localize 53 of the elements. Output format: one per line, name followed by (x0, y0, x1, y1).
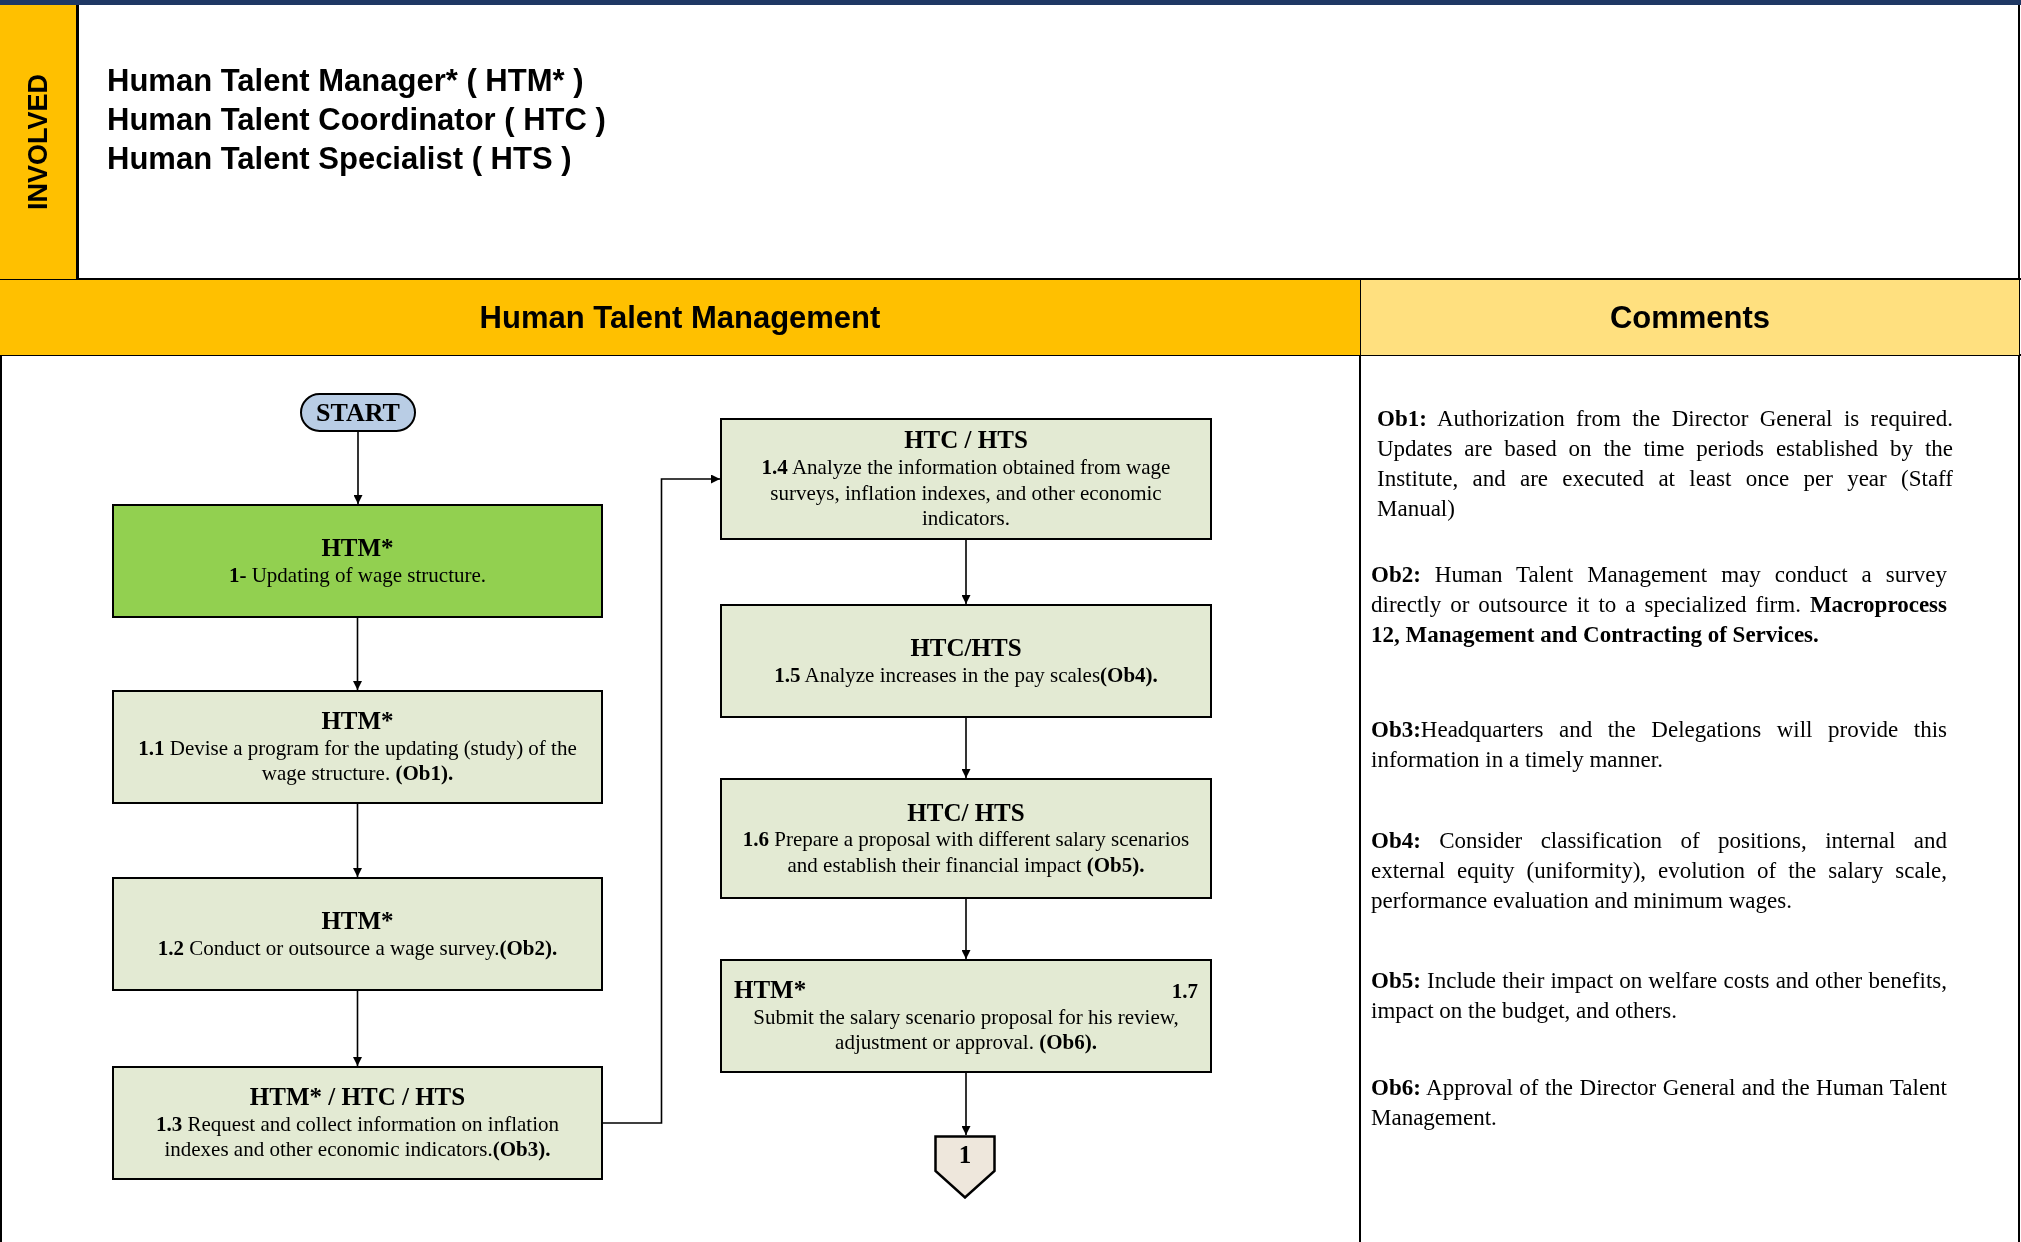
step-number: 1.7 (1171, 979, 1198, 1004)
comment-note: Ob5: Include their impact on welfare costs and other benefits, impact on the budget, and others. (1371, 967, 1947, 1025)
process-box (112, 1066, 603, 1180)
arrow (602, 474, 721, 1124)
connector-number: 1 (958, 1141, 972, 1170)
role-entry: Human Talent Coordinator ( HTC ) (107, 102, 606, 138)
column-header (0, 280, 1360, 355)
comment-note: Ob1: Authorization from the Director General is required. Updates are based on the time periods established by the Institute, and are executed at least once per year (Staff Manual) (1377, 405, 1953, 523)
column-title: Human Talent Management (479, 299, 881, 336)
step-description: 1.2 Conduct or outsource a wage survey.(Ob2). (157, 935, 558, 962)
role-heading: HTM* (734, 976, 807, 1005)
role-entry: Human Talent Specialist ( HTS ) (107, 141, 572, 177)
arrow (961, 539, 971, 605)
role-heading: HTM* (321, 533, 394, 563)
role-heading: HTC/HTS (910, 633, 1022, 663)
step-description: 1.6 Prepare a proposal with different salary scenarios and establish their financial impact (Ob5). (741, 827, 1191, 879)
arrow (353, 803, 362, 878)
terminal-label: START (316, 397, 400, 428)
section-band (0, 5, 79, 279)
process-box (112, 504, 603, 618)
arrow (353, 990, 362, 1067)
process-box (720, 959, 1212, 1073)
start-terminal (300, 393, 416, 432)
role-heading: HTM* / HTC / HTS (249, 1083, 466, 1112)
off-page-connector (934, 1135, 996, 1199)
comment-note: Ob4: Consider classification of positions, internal and external equity (uniformity), evolution of the salary scale, performance evaluation and minimum wages. (1371, 827, 1947, 915)
arrow (353, 617, 362, 691)
step-description: 1- Updating of wage structure. (228, 562, 487, 589)
process-box (112, 690, 603, 804)
step-description: Submit the salary scenario proposal for his review, adjustment or approval. (Ob6). (752, 1004, 1180, 1056)
role-heading: HTC / HTS (904, 426, 1028, 455)
arrow (353, 431, 363, 505)
process-box (112, 877, 603, 991)
step-description: 1.4 Analyze the information obtained from wage surveys, inflation indexes, and other economic indicators. (760, 454, 1172, 532)
process-box (720, 778, 1212, 899)
section-title: INVOLVED (22, 74, 54, 210)
process-box (720, 604, 1212, 718)
comment-note: Ob6: Approval of the Director General and the Human Talent Management. (1371, 1074, 1947, 1132)
role-heading: HTM* (321, 707, 394, 736)
role-heading: HTM* (321, 906, 394, 936)
process-box (720, 418, 1212, 540)
arrow (961, 1072, 971, 1136)
step-description: 1.5 Analyze increases in the pay scales(Ob4). (774, 662, 1158, 689)
arrow (961, 717, 971, 779)
step-description: 1.1 Devise a program for the updating (study) of the wage structure. (Ob1). (137, 735, 578, 787)
comment-note: Ob3:Headquarters and the Delegations will provide this information in a timely manner. (1371, 716, 1947, 774)
column-title: Comments (1609, 299, 1771, 336)
comment-note: Ob2: Human Talent Management may conduct a survey directly or outsource it to a specialized firm. Macroprocess 12, Management and Contracting of Services. (1371, 561, 1947, 649)
step-description: 1.3 Request and collect information on inflation indexes and other economic indicators.(Ob3). (155, 1111, 560, 1163)
column-header (1361, 280, 2019, 355)
role-heading: HTC/ HTS (907, 798, 1025, 828)
arrow (961, 898, 971, 960)
role-entry: Human Talent Manager* ( HTM* ) (107, 63, 584, 99)
